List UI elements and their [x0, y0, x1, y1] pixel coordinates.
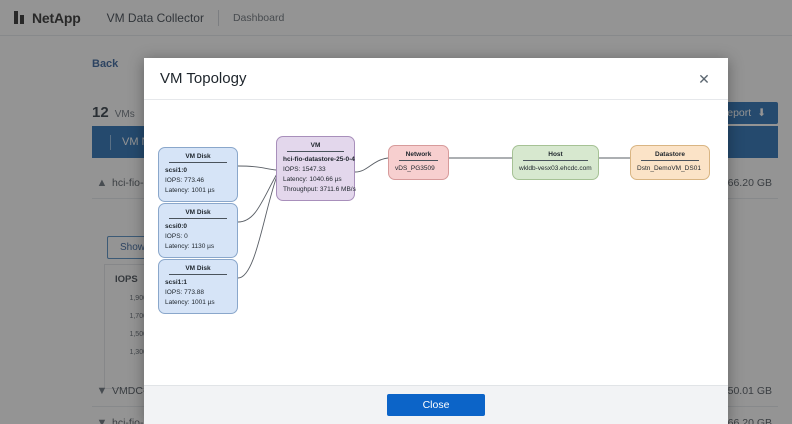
modal-title: VM Topology — [160, 70, 246, 87]
node-line: IOPS: 773.46 — [165, 176, 231, 186]
node-line: IOPS: 1547.33 — [283, 165, 348, 175]
topology-node-vm-disk[interactable]: VM Disk scsi1:0 IOPS: 773.46 Latency: 10… — [158, 147, 238, 202]
node-type-label: VM Disk — [169, 209, 227, 219]
topology-node-network[interactable]: Network vDS_PG3509 — [388, 145, 449, 180]
topology-node-host[interactable]: Host wkldb-vesx03.ehcdc.com — [512, 145, 599, 180]
node-line: hci-fio-datastore-25-0-4 — [283, 155, 348, 165]
close-icon[interactable]: ✕ — [694, 69, 714, 89]
node-type-label: Network — [399, 151, 438, 161]
node-line: Throughput: 3711.6 MB/s — [283, 185, 348, 195]
node-line: scsi1:1 — [165, 278, 231, 288]
node-line: Latency: 1001 µs — [165, 298, 231, 308]
node-type-label: VM Disk — [169, 265, 227, 275]
node-type-label: Datastore — [641, 151, 699, 161]
topology-node-vm-disk[interactable]: VM Disk scsi1:1 IOPS: 773.88 Latency: 10… — [158, 259, 238, 314]
modal-header: VM Topology ✕ — [144, 58, 728, 100]
node-line: Latency: 1040.66 µs — [283, 175, 348, 185]
node-line: vDS_PG3509 — [395, 164, 442, 174]
node-type-label: VM — [287, 142, 344, 152]
modal-footer: Close — [144, 385, 728, 424]
topology-canvas: VM Disk scsi1:0 IOPS: 773.46 Latency: 10… — [144, 100, 728, 385]
topology-node-vm-disk[interactable]: VM Disk scsi0:0 IOPS: 0 Latency: 1130 µs — [158, 203, 238, 258]
close-button[interactable]: Close — [387, 394, 486, 416]
vm-topology-modal: VM Topology ✕ VM Disk scsi1:0 IOPS: 773.… — [144, 58, 728, 424]
topology-node-datastore[interactable]: Datastore Dstn_DemoVM_DS01 — [630, 145, 710, 180]
node-type-label: Host — [523, 151, 588, 161]
topology-node-vm[interactable]: VM hci-fio-datastore-25-0-4 IOPS: 1547.3… — [276, 136, 355, 201]
node-line: wkldb-vesx03.ehcdc.com — [519, 164, 592, 174]
node-line: Dstn_DemoVM_DS01 — [637, 164, 703, 174]
node-line: scsi0:0 — [165, 222, 231, 232]
node-line: scsi1:0 — [165, 166, 231, 176]
node-line: IOPS: 773.88 — [165, 288, 231, 298]
node-line: Latency: 1130 µs — [165, 242, 231, 252]
node-line: IOPS: 0 — [165, 232, 231, 242]
node-type-label: VM Disk — [169, 153, 227, 163]
node-line: Latency: 1001 µs — [165, 186, 231, 196]
